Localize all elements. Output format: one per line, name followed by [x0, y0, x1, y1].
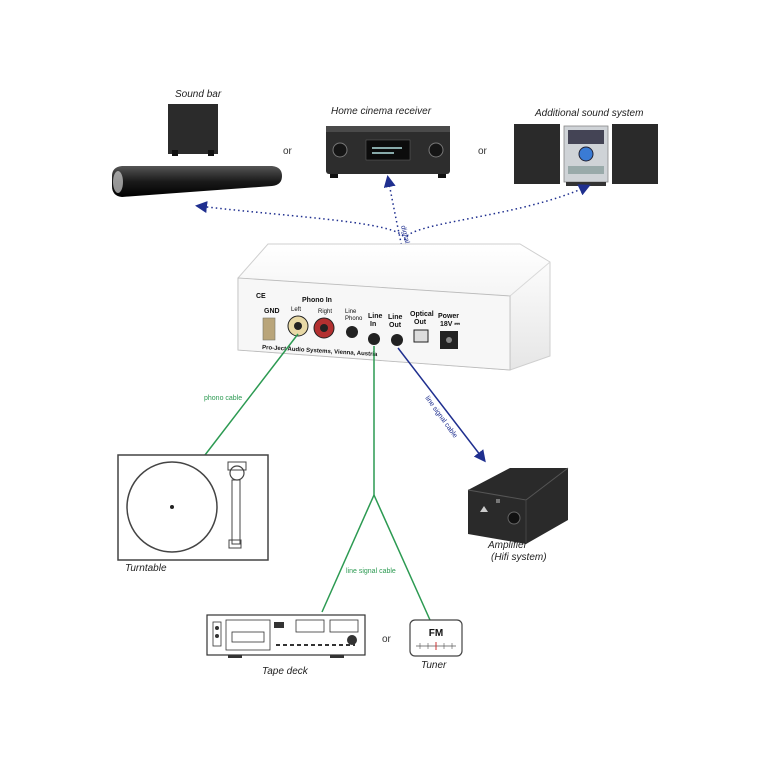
phono-cable-label: phono cable	[204, 395, 242, 402]
ce-mark: CE	[256, 293, 266, 300]
line-out-label-2: Out	[389, 322, 402, 329]
optical-out-label-2: Out	[414, 319, 427, 326]
right-label: Right	[318, 309, 332, 315]
or-label-1: or	[283, 146, 293, 157]
line-out-label-1: Line	[388, 314, 402, 321]
left-label: Left	[291, 307, 301, 313]
amplifier-device: Amplifier (Hifi system)	[468, 468, 568, 563]
line-out-cable-label: line signal cable	[423, 395, 458, 439]
tape-deck-body	[207, 615, 365, 655]
line-in-cable-label: line signal cable	[346, 568, 396, 575]
tuner-label: Tuner	[421, 660, 447, 671]
tape-deck-device: Tape deck	[207, 615, 365, 677]
line-in-label-1: Line	[368, 313, 382, 320]
line-in-jack	[368, 333, 380, 345]
tuner-display-text: FM	[429, 628, 443, 639]
tape-deck-label: Tape deck	[262, 666, 309, 677]
additional-sound-label: Additional sound system	[534, 108, 643, 119]
gnd-terminal	[263, 318, 275, 340]
turntable-label: Turntable	[125, 563, 167, 574]
line-phono-switch	[346, 326, 358, 338]
line-in-label-2: In	[370, 321, 376, 328]
gnd-label: GND	[264, 308, 280, 315]
line-in-cable-to-tape	[322, 495, 374, 612]
optical-out-port	[414, 330, 428, 342]
amplifier-label-2: (Hifi system)	[491, 552, 547, 563]
additional-sound-system-device: Additional sound system	[514, 108, 658, 186]
home-cinema-label: Home cinema receiver	[331, 106, 432, 117]
home-cinema-receiver-device: Home cinema receiver	[326, 106, 450, 178]
phono-in-label: Phono In	[302, 297, 332, 304]
switch-phono-label: Phono	[345, 316, 363, 322]
dotted-line-to-soundbar	[198, 206, 405, 240]
amplifier-label-1: Amplifier	[487, 540, 528, 551]
power-label-1: Power	[438, 313, 459, 320]
dotted-line-to-sound-system	[405, 186, 588, 240]
subwoofer-box	[168, 104, 218, 154]
line-out-jack	[391, 334, 403, 346]
left-speaker	[514, 124, 560, 184]
receiver-display	[366, 140, 410, 160]
soundbar-body	[112, 166, 282, 197]
turntable-device: Turntable	[118, 455, 268, 574]
line-in-cable-to-tuner	[374, 495, 430, 620]
switch-line-label: Line	[345, 309, 357, 315]
or-label-3: or	[382, 634, 392, 645]
turntable-body	[118, 455, 268, 560]
sound-bar-device: Sound bar	[112, 89, 282, 197]
power-label-2: 18V ⎓	[440, 321, 460, 328]
optical-out-label-1: Optical	[410, 311, 434, 318]
or-label-2: or	[478, 146, 488, 157]
right-speaker	[612, 124, 658, 184]
sound-bar-label: Sound bar	[175, 89, 222, 100]
tuner-device: FM Tuner	[410, 620, 462, 671]
amplifier-volume-knob	[508, 512, 520, 524]
